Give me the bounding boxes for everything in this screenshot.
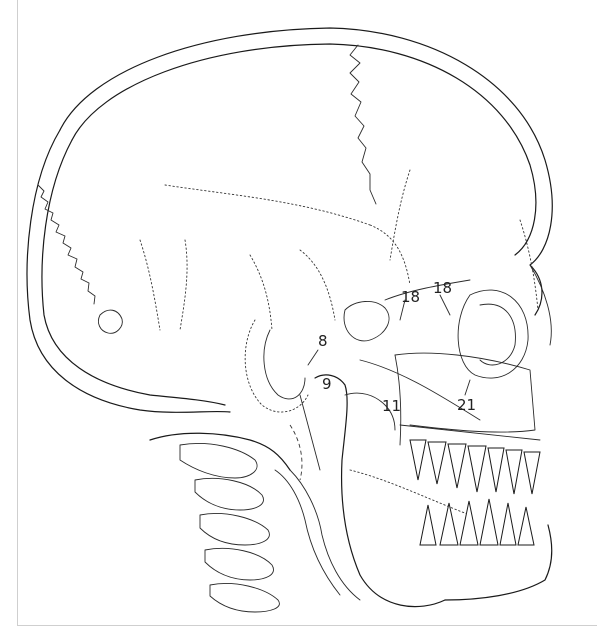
vault-dotted-line-7 (390, 170, 410, 260)
vault-dotted-line-4 (180, 240, 187, 330)
cranium-outer-outline (60, 28, 552, 315)
vault-dotted-line-1 (165, 185, 370, 225)
cranium-inner-outline (72, 44, 536, 255)
nasal-line (530, 265, 551, 345)
mandible-ramus (315, 375, 445, 607)
occipital-inner-outline (42, 140, 225, 405)
ear-dotted-outline (245, 320, 308, 412)
lower-teeth (420, 499, 534, 545)
vault-dotted-line-6 (300, 250, 335, 320)
palate-line (400, 425, 540, 440)
ear-canal-outline (264, 330, 305, 399)
label-18-right: 18 (433, 279, 452, 297)
mandibular-canal (350, 470, 470, 515)
lambdoid-suture (38, 185, 95, 304)
coronal-suture (350, 45, 376, 204)
vault-dotted-line-5 (250, 255, 272, 330)
lambdoid-suture-inner (98, 310, 122, 333)
leader-8 (308, 350, 318, 365)
mandible-body (445, 525, 552, 600)
sella-line (385, 280, 470, 300)
leader-21 (465, 380, 470, 395)
label-21: 21 (457, 396, 476, 414)
vault-dotted-line-2 (370, 225, 410, 285)
label-9: 9 (322, 375, 332, 393)
label-11: 11 (382, 397, 401, 415)
styloid-line (300, 395, 320, 470)
label-8: 8 (318, 332, 328, 350)
sphenoid-outline (344, 301, 389, 341)
upper-teeth (410, 440, 540, 494)
leader-18-right (440, 295, 450, 315)
occipital-base (150, 433, 290, 470)
label-18-left: 18 (401, 288, 420, 306)
vault-dotted-line-8 (520, 220, 538, 310)
orbit-inner (480, 304, 515, 365)
cervical-spine (180, 443, 360, 612)
vault-dotted-line-3 (140, 240, 160, 330)
